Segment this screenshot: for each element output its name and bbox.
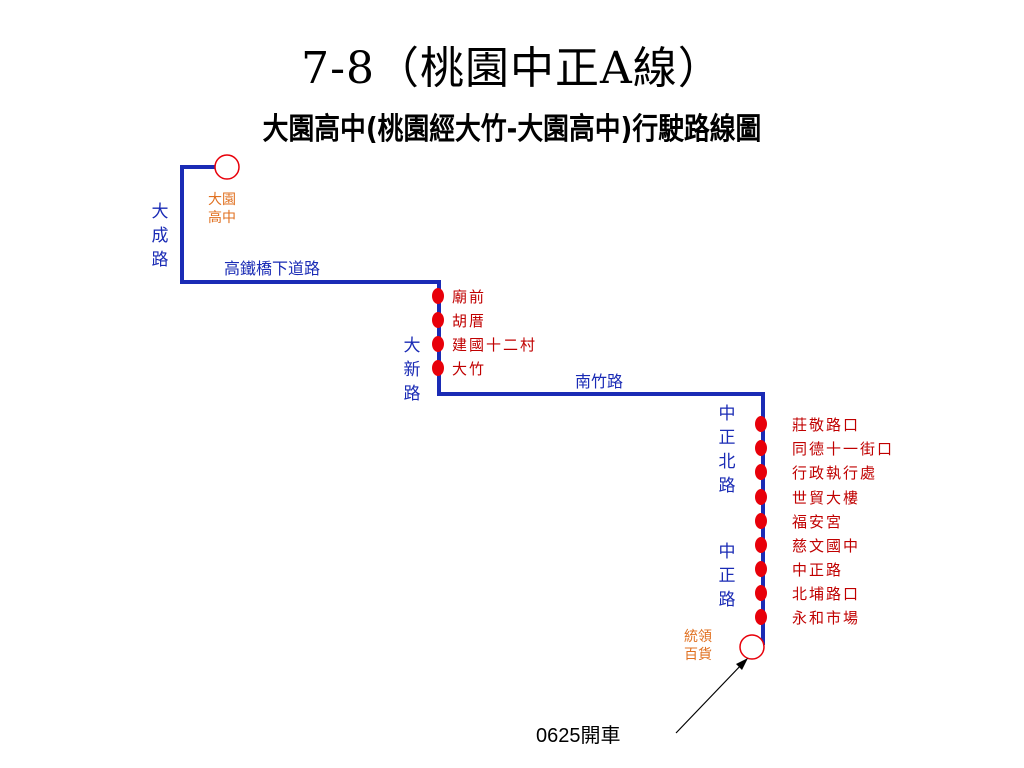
stop-label: 世貿大樓 — [792, 489, 861, 507]
stop-label: 中正路 — [792, 561, 844, 579]
route-line — [180, 165, 765, 645]
stop-label: 胡厝 — [452, 312, 487, 330]
end-terminal-marker — [739, 634, 765, 660]
end-terminal-label: 統領百貨 — [684, 629, 712, 663]
stop-marker — [432, 360, 444, 376]
stop-marker — [755, 416, 767, 432]
stop-marker — [432, 336, 444, 352]
departure-time-note: 0625開車 — [536, 725, 621, 747]
road-zhongzheng: 中正路 — [718, 542, 736, 610]
stop-label: 建國十二村 — [452, 336, 538, 354]
stop-marker — [432, 312, 444, 328]
stop-marker — [432, 288, 444, 304]
stop-label: 大竹 — [452, 360, 487, 378]
road-zhongzheng-north: 中正北路 — [718, 404, 736, 496]
arrow-head-icon — [736, 658, 748, 670]
road-hsr-underpass: 高鐵橋下道路 — [224, 259, 321, 278]
map-subtitle: 大園高中(桃園經大竹-大園高中)行駛路線圖 — [262, 112, 762, 147]
road-nanzhu: 南竹路 — [575, 372, 624, 391]
stop-marker — [755, 464, 767, 480]
start-terminal-label: 大園高中 — [208, 192, 236, 226]
stop-label: 北埔路口 — [792, 585, 861, 603]
road-daxin: 大新路 — [403, 336, 421, 404]
map-title: 7-8（桃園中正A線） — [301, 43, 723, 94]
start-terminal-marker — [214, 154, 240, 180]
stop-label: 行政執行處 — [792, 464, 878, 482]
stop-marker — [755, 561, 767, 577]
stop-label: 慈文國中 — [792, 537, 861, 555]
stop-label: 廟前 — [452, 288, 487, 306]
departure-arrow — [675, 661, 745, 734]
stop-marker — [755, 585, 767, 601]
stop-label: 莊敬路口 — [792, 416, 861, 434]
stop-label: 福安宮 — [792, 513, 844, 531]
stop-marker — [755, 609, 767, 625]
stop-marker — [755, 537, 767, 553]
stop-marker — [755, 489, 767, 505]
stop-marker — [755, 440, 767, 456]
stop-label: 同德十一街口 — [792, 440, 895, 458]
stop-label: 永和市場 — [792, 609, 861, 627]
stop-marker — [755, 513, 767, 529]
road-dacheng: 大成路 — [151, 202, 169, 270]
